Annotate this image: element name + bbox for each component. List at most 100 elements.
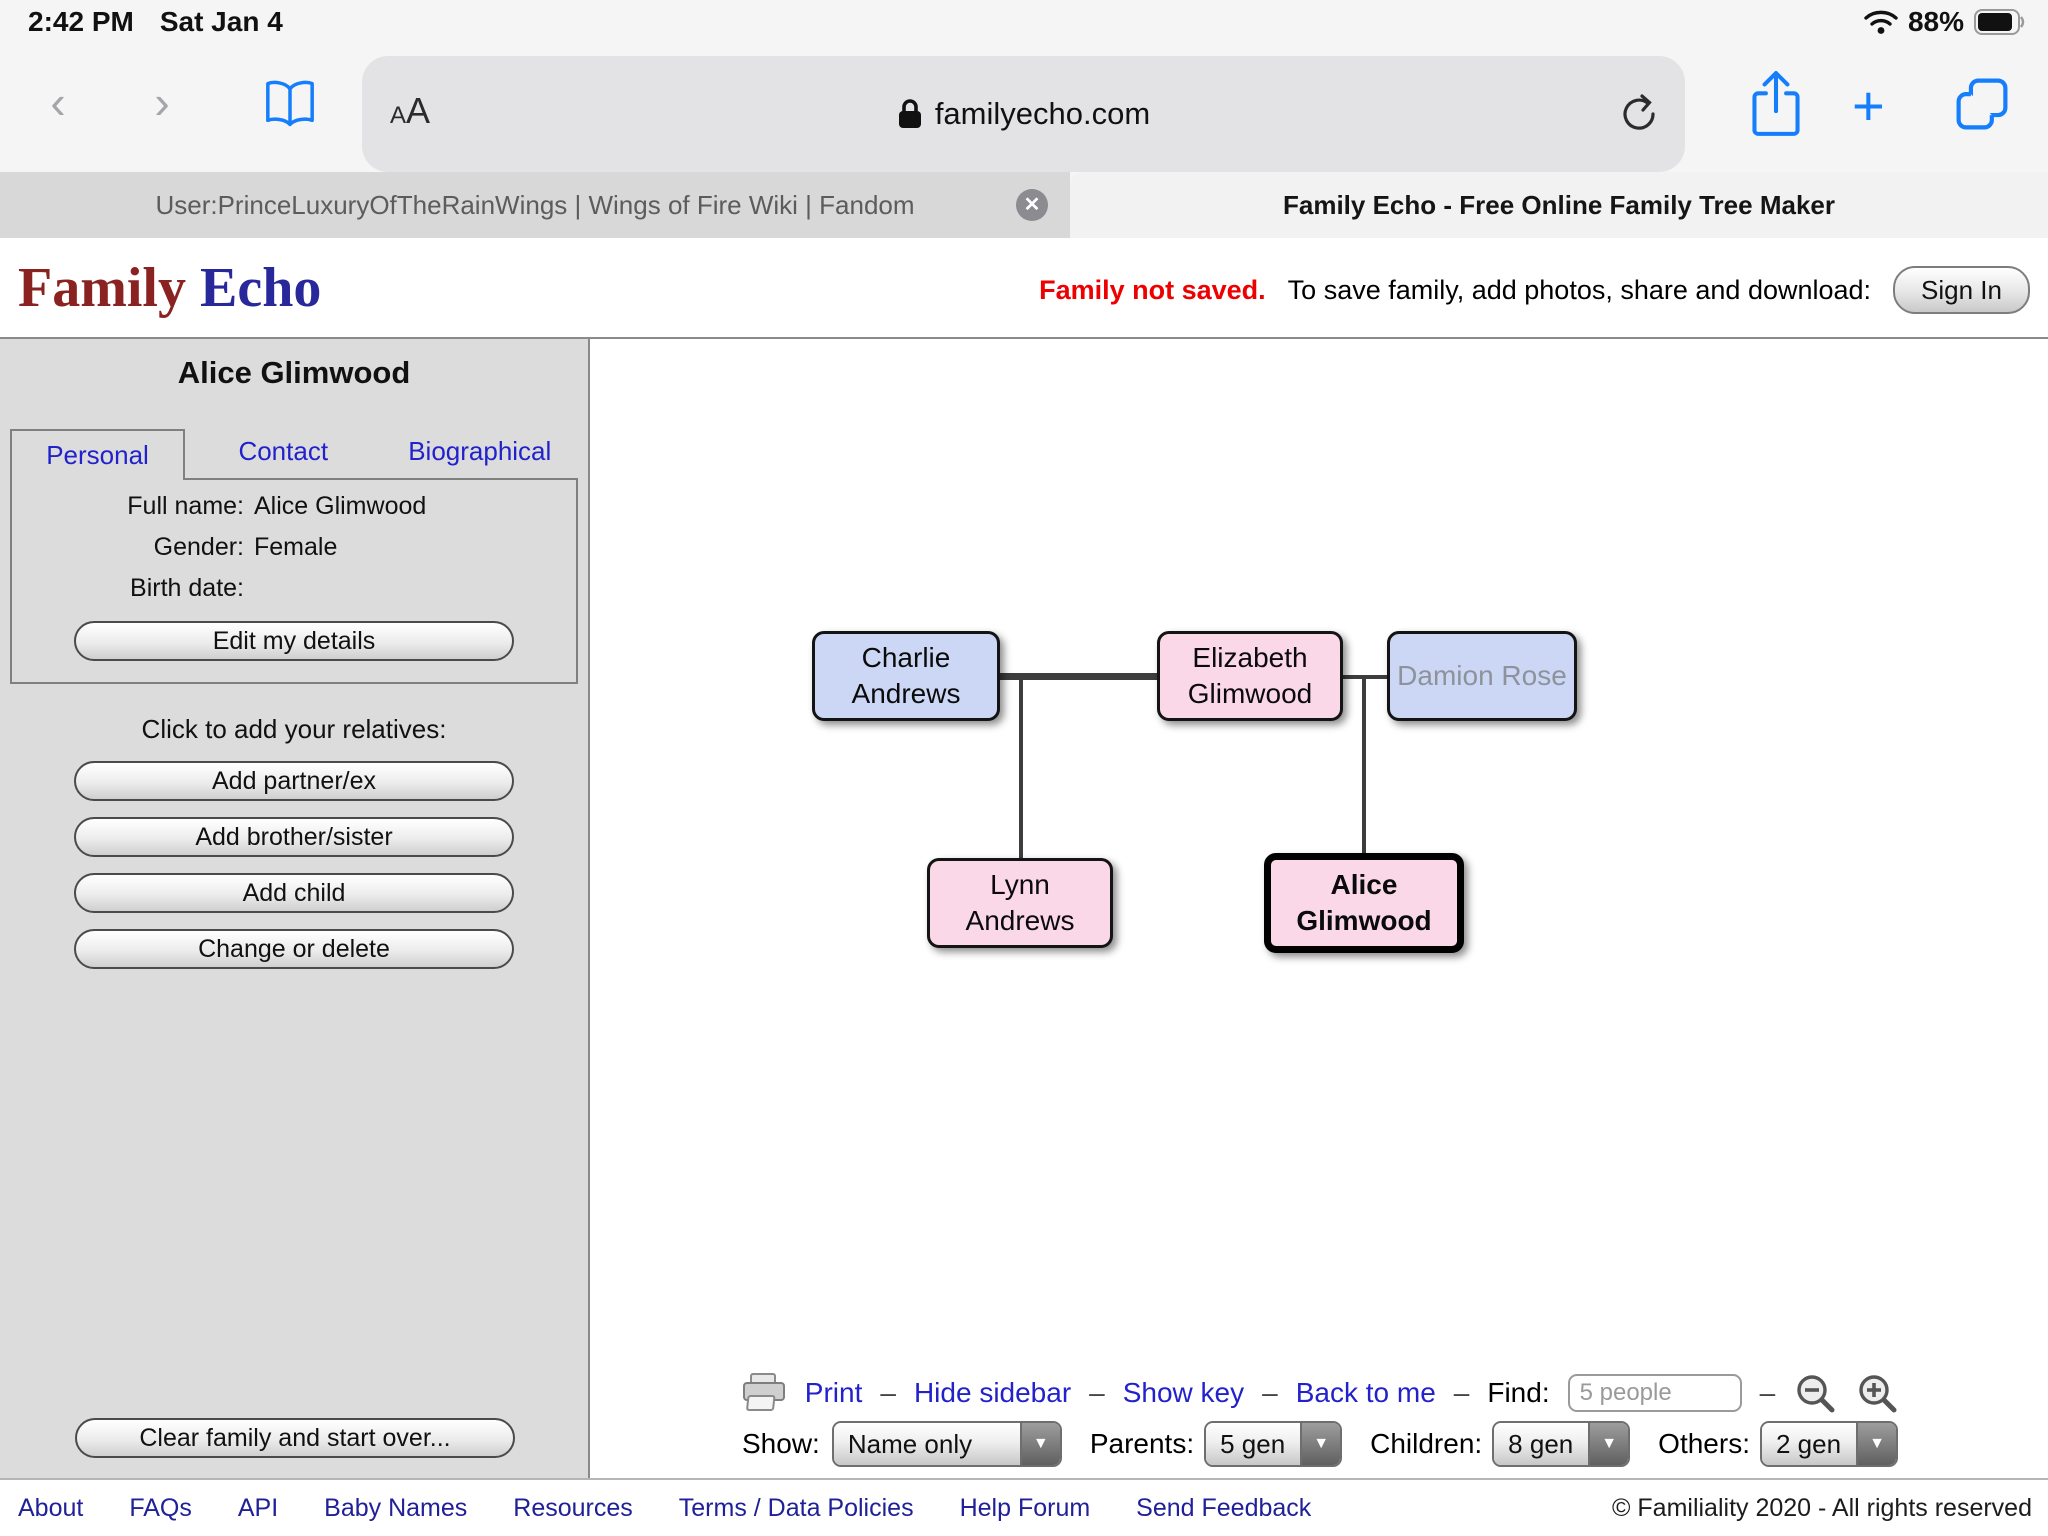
header-divider (0, 337, 2048, 339)
add-partner-button[interactable]: Add partner/ex (74, 761, 514, 801)
status-bar: 2:42 PM Sat Jan 4 88% (0, 0, 2048, 44)
person-name-title: Alice Glimwood (177, 355, 411, 390)
add-buttons: Add partner/ex Add brother/sister Add ch… (0, 761, 588, 969)
show-dropdown-value: Name only (833, 1423, 1020, 1465)
lock-icon (897, 98, 923, 130)
edit-my-details-button[interactable]: Edit my details (74, 621, 514, 661)
separator-dash: – (1759, 1377, 1776, 1408)
tab-personal[interactable]: Personal (10, 429, 185, 480)
back-to-me-link[interactable]: Back to me (1295, 1377, 1436, 1408)
find-label: Find: (1487, 1377, 1550, 1408)
footer-link-about[interactable]: About (18, 1493, 84, 1522)
show-dropdown[interactable]: Name only ▼ (831, 1421, 1062, 1467)
sign-in-button[interactable]: Sign In (1893, 266, 2030, 314)
reader-button[interactable]: AA (390, 90, 431, 131)
find-input[interactable] (1567, 1374, 1742, 1412)
person-box-alice-glimwood-selected[interactable]: Alice Glimwood (1264, 853, 1464, 953)
new-tab-icon[interactable]: + (1852, 74, 1885, 137)
wifi-icon (1864, 9, 1898, 35)
url-text: familyecho.com (934, 96, 1151, 131)
battery-icon (1974, 9, 2026, 35)
separator-dash: – (1262, 1377, 1278, 1408)
refresh-icon[interactable] (1617, 88, 1661, 136)
children-dropdown-value: 8 gen (1494, 1423, 1589, 1465)
header-right: Family not saved. To save family, add ph… (1039, 266, 2030, 314)
others-group: Others: 2 gen ▼ (1658, 1421, 1898, 1467)
site-footer: About FAQs API Baby Names Resources Term… (0, 1478, 2048, 1536)
tree-toolbar: Print – Hide sidebar – Show key – Back t… (592, 1371, 2048, 1415)
children-dropdown[interactable]: 8 gen ▼ (1492, 1421, 1631, 1467)
print-link[interactable]: Print (804, 1377, 863, 1408)
bookmarks-icon[interactable] (262, 76, 318, 132)
show-key-link[interactable]: Show key (1122, 1377, 1245, 1408)
url-bar[interactable]: AA familyecho.com (362, 56, 1685, 172)
copyright-text: © Familiality 2020 - All rights reserved (1612, 1493, 2032, 1522)
parents-label: Parents: (1089, 1428, 1195, 1459)
forward-button[interactable]: › (154, 76, 170, 128)
person-name-line: Alice (1330, 869, 1398, 901)
person-box-charlie-andrews[interactable]: Charlie Andrews (812, 631, 1000, 721)
site-header: Family Echo Family not saved. To save fa… (0, 238, 2048, 337)
person-box-elizabeth-glimwood[interactable]: Elizabeth Glimwood (1157, 631, 1343, 721)
others-dropdown-value: 2 gen (1761, 1423, 1856, 1465)
family-tree-canvas[interactable]: Charlie Andrews Elizabeth Glimwood Damio… (592, 339, 2048, 1478)
person-sidebar: Alice Glimwood Personal Contact Biograph… (0, 339, 590, 1478)
status-left: 2:42 PM Sat Jan 4 (28, 6, 283, 38)
birth-date-row: Birth date: (12, 574, 576, 603)
back-button[interactable]: ‹ (50, 76, 66, 128)
parents-dropdown-value: 5 gen (1206, 1423, 1301, 1465)
footer-link-baby-names[interactable]: Baby Names (324, 1493, 468, 1522)
status-right: 88% (1864, 6, 2026, 38)
person-name-line: Glimwood (1187, 678, 1313, 709)
sidebar-tabs: Personal Contact Biographical (10, 427, 578, 480)
full-name-label: Full name: (127, 492, 244, 520)
family-echo-logo[interactable]: Family Echo (18, 257, 322, 319)
clear-family-button[interactable]: Clear family and start over... (75, 1418, 515, 1458)
separator-dash: – (1089, 1377, 1105, 1408)
partner-line-charlie-elizabeth (998, 673, 1159, 680)
person-box-lynn-andrews[interactable]: Lynn Andrews (927, 858, 1113, 948)
child-line-alice (1362, 677, 1366, 855)
tab-biographical[interactable]: Biographical (408, 436, 552, 466)
person-name-line: Damion Rose (1397, 660, 1567, 692)
add-sibling-button[interactable]: Add brother/sister (74, 817, 514, 857)
tab-title: Family Echo - Free Online Family Tree Ma… (1283, 189, 1835, 220)
footer-link-resources[interactable]: Resources (513, 1493, 633, 1522)
tab-bar: User:PrinceLuxuryOfTheRainWings | Wings … (0, 172, 2048, 239)
footer-link-api[interactable]: API (237, 1493, 279, 1522)
others-dropdown[interactable]: 2 gen ▼ (1759, 1421, 1898, 1467)
footer-link-send-feedback[interactable]: Send Feedback (1136, 1493, 1312, 1522)
view-controls: Show: Name only ▼ Parents: 5 gen ▼ Child… (592, 1421, 2048, 1467)
printer-icon (741, 1372, 787, 1414)
chevron-down-icon: ▼ (1019, 1423, 1060, 1465)
footer-link-help-forum[interactable]: Help Forum (959, 1493, 1091, 1522)
person-name-line: Andrews (851, 678, 961, 709)
tab-contact[interactable]: Contact (238, 436, 329, 466)
zoom-in-icon[interactable] (1855, 1371, 1899, 1415)
chevron-down-icon: ▼ (1588, 1423, 1629, 1465)
share-icon[interactable] (1745, 68, 1807, 144)
save-hint: To save family, add photos, share and do… (1287, 274, 1872, 305)
parents-dropdown[interactable]: 5 gen ▼ (1204, 1421, 1343, 1467)
gender-row: Gender: Female (12, 533, 576, 562)
hide-sidebar-link[interactable]: Hide sidebar (913, 1377, 1072, 1408)
zoom-out-icon[interactable] (1793, 1371, 1837, 1415)
personal-panel: Full name: Alice Glimwood Gender: Female… (10, 478, 578, 684)
footer-link-terms[interactable]: Terms / Data Policies (678, 1493, 914, 1522)
show-label: Show: (742, 1428, 820, 1459)
children-label: Children: (1370, 1428, 1483, 1459)
gender-value: Female (254, 533, 338, 561)
tab-close-icon[interactable]: ✕ (1016, 189, 1048, 221)
tab-overview-icon[interactable] (1950, 72, 2014, 136)
add-child-button[interactable]: Add child (74, 873, 514, 913)
footer-link-faqs[interactable]: FAQs (129, 1493, 192, 1522)
person-name-line: Lynn (990, 869, 1050, 901)
tab-family-echo[interactable]: Family Echo - Free Online Family Tree Ma… (1070, 172, 2048, 239)
tab-title: User:PrinceLuxuryOfTheRainWings | Wings … (155, 189, 915, 220)
person-box-damion-rose[interactable]: Damion Rose (1387, 631, 1577, 721)
separator-dash: – (880, 1377, 896, 1408)
tab-wings-of-fire[interactable]: User:PrinceLuxuryOfTheRainWings | Wings … (0, 172, 1070, 239)
change-or-delete-button[interactable]: Change or delete (74, 929, 514, 969)
person-name-line: Glimwood (1296, 905, 1432, 936)
